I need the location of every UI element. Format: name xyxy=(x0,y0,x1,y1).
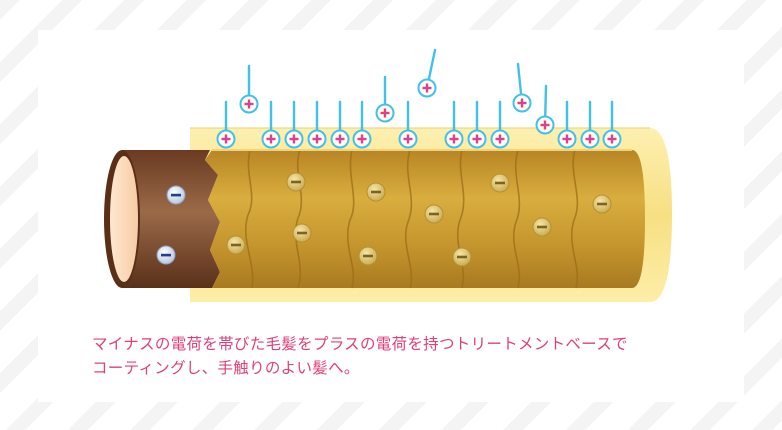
plus-charge-icon xyxy=(535,84,555,135)
plus-charge-icon xyxy=(417,48,437,98)
minus-charge-icon xyxy=(452,247,472,267)
minus-charge-icon xyxy=(490,173,510,193)
caption-line-2: コーティングし、手触りのよい髪へ。 xyxy=(92,359,360,377)
minus-charge-icon xyxy=(424,204,444,224)
plus-charge-icon xyxy=(375,75,395,123)
minus-charge-icon xyxy=(292,223,312,243)
minus-charges-core xyxy=(226,172,612,267)
minus-charge-icon xyxy=(358,246,378,266)
minus-charge-icon xyxy=(286,172,306,192)
plus-charge-icon xyxy=(398,100,418,149)
plus-charge-icon xyxy=(352,100,372,149)
plus-charge-icon xyxy=(444,100,464,149)
plus-charge-icon xyxy=(557,100,577,149)
positive-ions xyxy=(216,48,622,149)
minus-charge-icon xyxy=(166,185,186,205)
plus-charge-icon xyxy=(490,100,510,149)
caption-text: マイナスの電荷を帯びた毛髪をプラスの電荷を持つトリートメントベースで コーティン… xyxy=(92,332,732,380)
plus-charge-icon xyxy=(307,100,327,149)
plus-charge-icon xyxy=(239,64,259,114)
plus-charge-icon xyxy=(512,62,532,113)
plus-charge-icon xyxy=(330,100,350,149)
minus-charge-icon xyxy=(226,235,246,255)
plus-charge-icon xyxy=(216,100,236,149)
plus-charge-icon xyxy=(602,100,622,149)
plus-charge-icon xyxy=(261,100,281,149)
minus-charge-icon xyxy=(156,245,176,265)
plus-charge-icon xyxy=(284,100,304,149)
minus-charge-icon xyxy=(532,217,552,237)
hair-cross-section xyxy=(104,150,140,288)
minus-charge-icon xyxy=(592,194,612,214)
hair-core xyxy=(205,149,645,289)
caption-line-1: マイナスの電荷を帯びた毛髪をプラスの電荷を持つトリートメントベースで xyxy=(92,335,628,353)
hair-cuticle-section xyxy=(122,150,220,288)
plus-charge-icon xyxy=(467,100,487,149)
minus-charge-icon xyxy=(366,182,386,202)
plus-charge-icon xyxy=(580,100,600,149)
